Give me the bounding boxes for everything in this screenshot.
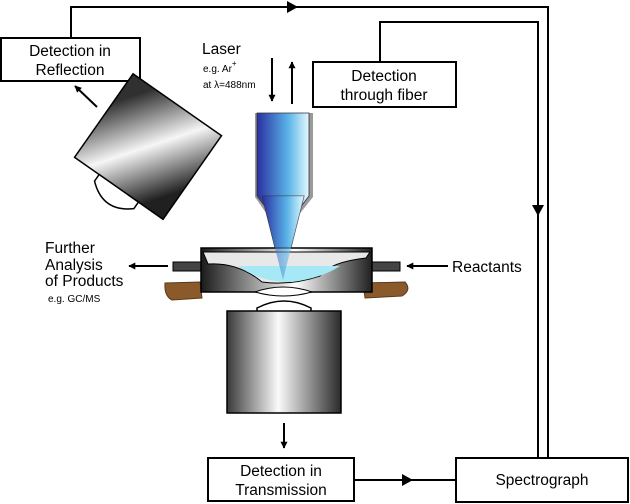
- cell-outlet-tube: [172, 261, 202, 272]
- reaction-cell: [164, 196, 409, 301]
- laser-example-prefix: e.g. Ar: [203, 64, 233, 75]
- reactants-annotation: Reactants: [406, 259, 522, 276]
- cell-inlet-tube: [371, 261, 401, 272]
- reflection-out-arrow: [74, 85, 98, 108]
- fiber-label-line2: through fiber: [340, 87, 427, 104]
- products-annotation: Further Analysis of Products e.g. GC/MS: [45, 240, 168, 305]
- soil-right: [362, 281, 409, 299]
- transmission-line-arrow: [402, 474, 413, 486]
- products-label-line3: of Products: [45, 273, 124, 290]
- reflection-objective: [73, 72, 223, 221]
- transmission-objective: [226, 300, 342, 414]
- detection-reflection-box: Detection in Reflection: [0, 37, 141, 82]
- laser-title: Laser: [202, 41, 241, 58]
- products-label-line2: Analysis: [45, 257, 103, 274]
- detection-fiber-box: Detection through fiber: [312, 61, 457, 108]
- detection-transmission-box: Detection in Transmission: [207, 457, 355, 502]
- laser-example-line2: at λ=488nm: [203, 80, 256, 91]
- laser-example-line1: e.g. Ar+: [203, 59, 237, 75]
- transmission-label-line2: Transmission: [235, 482, 327, 499]
- fiber-to-spectrograph-line: [379, 21, 539, 458]
- fiber-label-line1: Detection: [351, 68, 416, 85]
- connection-lines: [70, 1, 549, 486]
- products-label-line1: Further: [45, 240, 95, 257]
- products-example: e.g. GC/MS: [48, 294, 101, 305]
- cell-window-bulge: [253, 286, 314, 297]
- laser-example-superscript: +: [232, 59, 237, 68]
- reflection-label-line1: Detection in: [29, 43, 111, 60]
- spectrograph-box: Spectrograph: [455, 457, 629, 503]
- fiber-line-arrow: [532, 205, 544, 216]
- reflection-label-line2: Reflection: [36, 62, 105, 79]
- soil-left: [164, 281, 203, 301]
- top-line-arrow: [287, 1, 298, 13]
- spectrograph-label: Spectrograph: [495, 472, 588, 489]
- transmission-label-line1: Detection in: [240, 463, 322, 480]
- reactants-label: Reactants: [452, 259, 522, 276]
- cell-liquid: [238, 266, 340, 283]
- laser-annotation: Laser e.g. Ar+ at λ=488nm: [202, 41, 296, 104]
- reflection-to-spectrograph-line: [70, 6, 549, 458]
